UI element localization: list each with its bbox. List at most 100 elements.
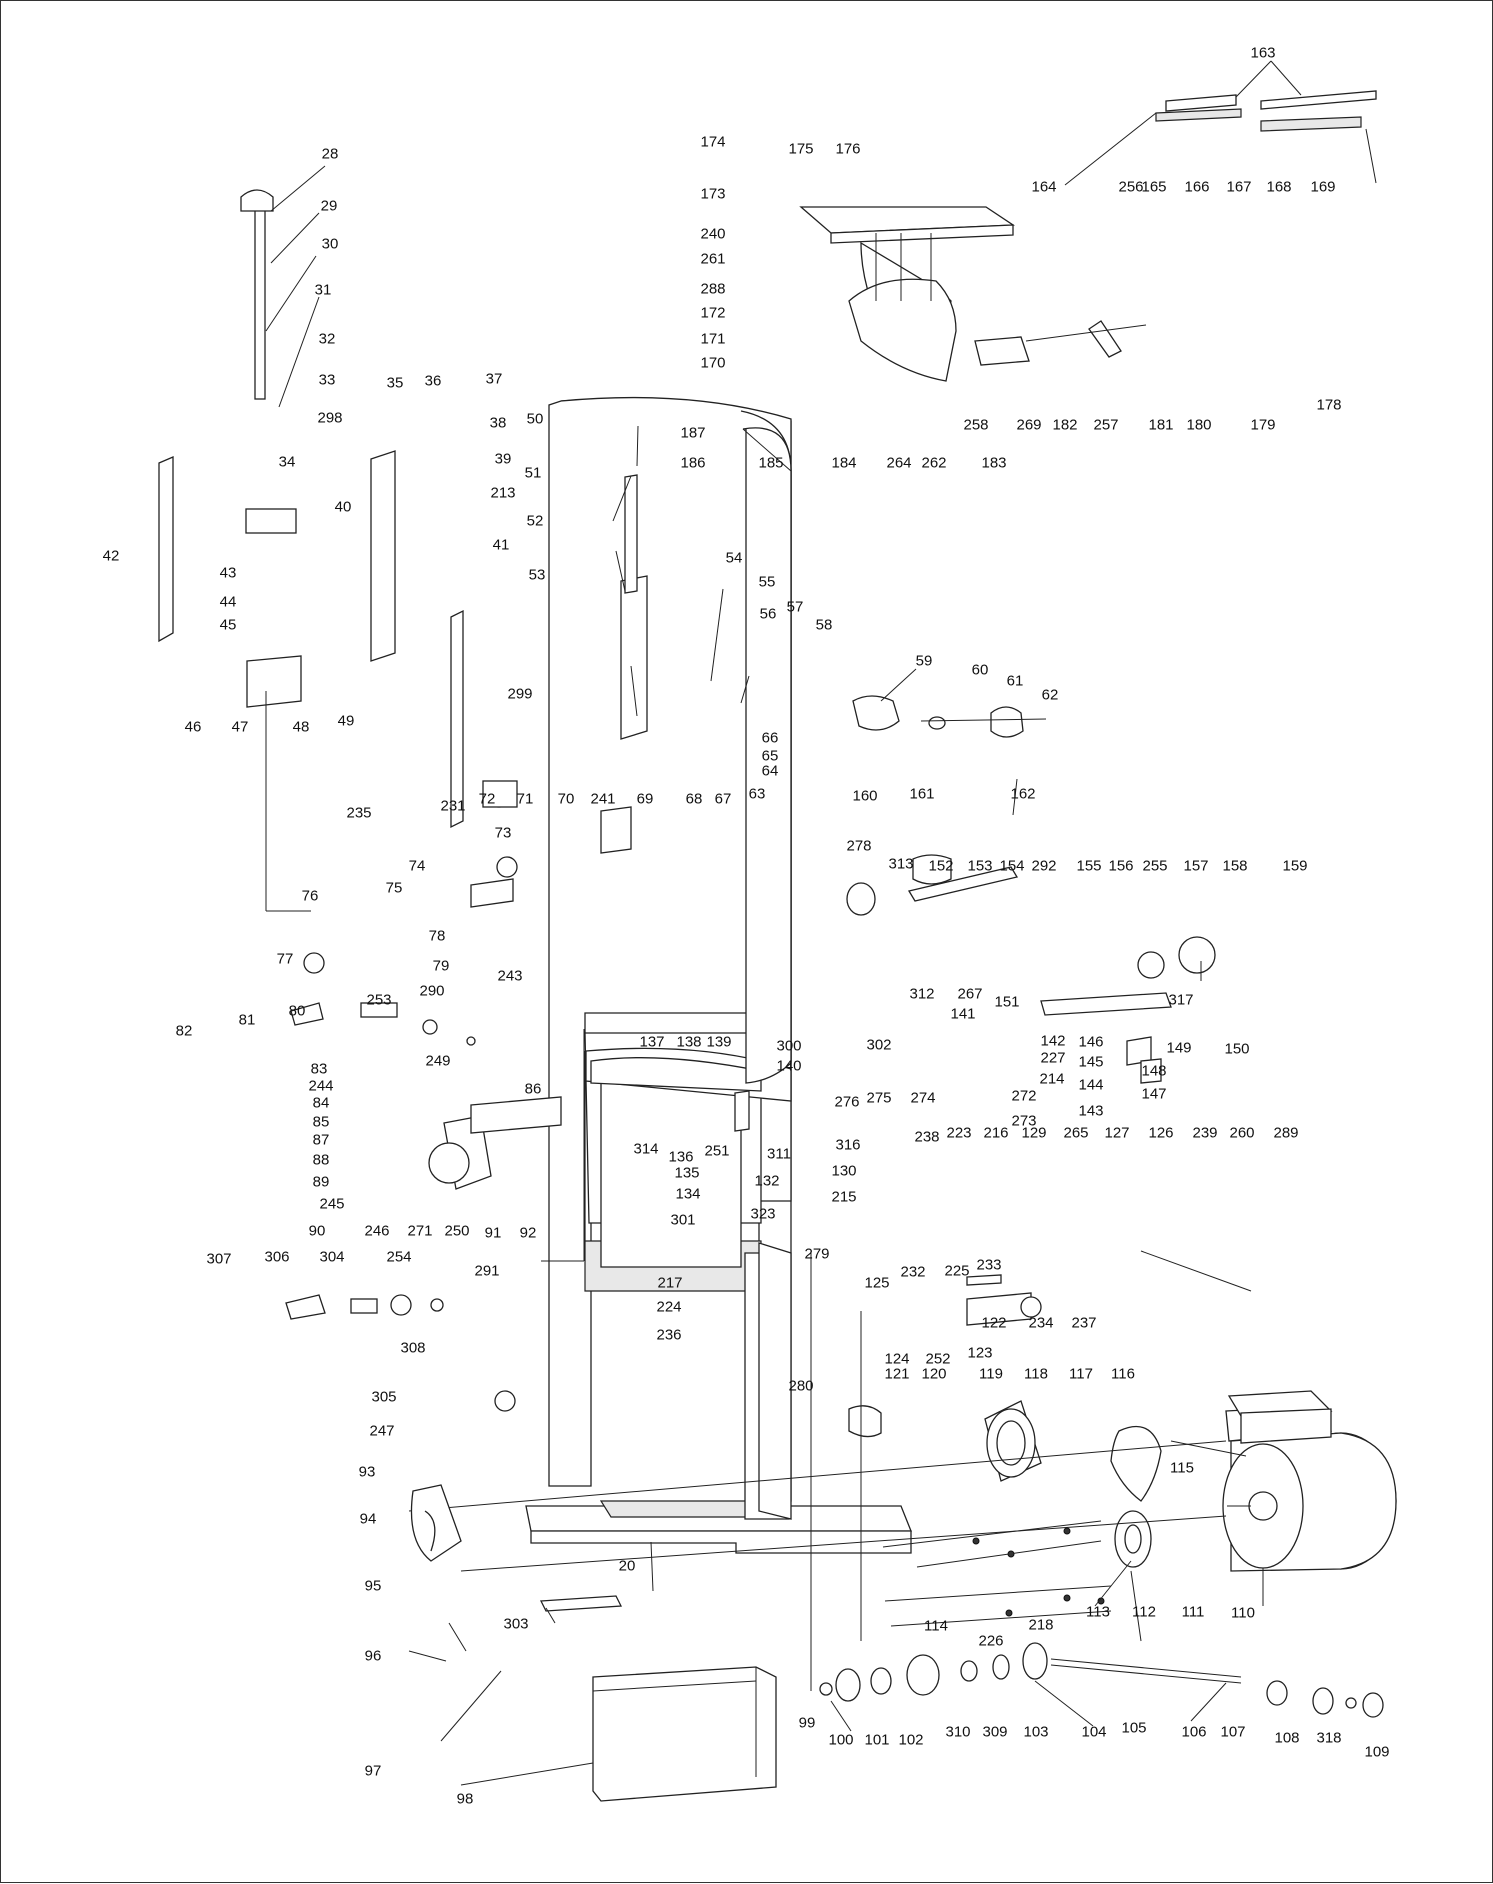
part-label-110: 110 [1231, 1604, 1255, 1622]
part-label-36: 36 [424, 372, 442, 390]
part-label-130: 130 [831, 1162, 857, 1180]
part-label-69: 69 [636, 790, 654, 808]
part-label-264: 264 [886, 454, 912, 472]
part-label-275: 275 [866, 1089, 892, 1107]
part-label-75: 75 [385, 879, 403, 897]
part-label-312: 312 [909, 985, 935, 1003]
part-label-56: 56 [759, 605, 777, 623]
part-label-181: 181 [1148, 416, 1174, 434]
part-label-134: 134 [675, 1185, 701, 1203]
part-label-179: 179 [1250, 416, 1276, 434]
part-label-318: 318 [1316, 1729, 1342, 1747]
part-label-247: 247 [369, 1422, 395, 1440]
part-label-154: 154 [999, 857, 1025, 875]
part-label-49: 49 [337, 712, 355, 730]
part-label-186: 186 [680, 454, 706, 472]
blade-guard-post [158, 189, 648, 912]
part-label-187: 187 [680, 424, 706, 442]
part-label-20: 20 [618, 1557, 636, 1575]
part-label-305: 305 [371, 1388, 397, 1406]
part-label-237: 237 [1071, 1314, 1097, 1332]
part-label-147: 147 [1141, 1085, 1167, 1103]
part-label-118: 118 [1024, 1365, 1048, 1383]
part-label-89: 89 [312, 1173, 330, 1191]
part-label-91: 91 [484, 1224, 502, 1242]
part-label-102: 102 [898, 1731, 924, 1749]
part-label-310: 310 [945, 1723, 971, 1741]
part-label-160: 160 [852, 787, 878, 805]
part-label-170: 170 [700, 354, 726, 372]
part-label-273: 273 [1011, 1112, 1037, 1130]
part-label-250: 250 [444, 1222, 470, 1240]
part-label-233: 233 [976, 1256, 1002, 1274]
part-label-323: 323 [750, 1205, 776, 1223]
part-label-216: 216 [983, 1124, 1009, 1142]
part-label-28: 28 [321, 145, 339, 163]
part-label-261: 261 [700, 250, 726, 268]
part-label-298: 298 [317, 409, 343, 427]
part-label-32: 32 [318, 330, 336, 348]
part-label-289: 289 [1273, 1124, 1299, 1142]
part-label-252: 252 [925, 1350, 951, 1368]
part-label-176: 176 [835, 140, 861, 158]
lower-wheel-housing [408, 1400, 1227, 1572]
part-label-107: 107 [1220, 1723, 1246, 1741]
part-label-73: 73 [494, 824, 512, 842]
part-label-29: 29 [320, 197, 338, 215]
part-label-72: 72 [478, 790, 496, 808]
part-label-77: 77 [276, 950, 294, 968]
part-label-241: 241 [590, 790, 616, 808]
part-label-238: 238 [914, 1128, 940, 1146]
part-label-153: 153 [967, 857, 993, 875]
small-hardware [285, 780, 1042, 1412]
part-label-53: 53 [528, 566, 546, 584]
part-label-288: 288 [700, 280, 726, 298]
part-label-236: 236 [656, 1326, 682, 1344]
part-label-232: 232 [900, 1263, 926, 1281]
part-label-279: 279 [804, 1245, 830, 1263]
part-label-86: 86 [524, 1080, 542, 1098]
part-label-129: 129 [1021, 1124, 1047, 1142]
part-label-85: 85 [312, 1113, 330, 1131]
part-label-94: 94 [359, 1510, 377, 1528]
upper-wheel-cover [742, 427, 792, 1084]
part-label-227: 227 [1040, 1049, 1066, 1067]
part-label-124: 124 [884, 1350, 910, 1368]
part-label-96: 96 [364, 1647, 382, 1665]
part-label-57: 57 [786, 598, 804, 616]
part-label-272: 272 [1011, 1087, 1037, 1105]
part-label-254: 254 [386, 1248, 412, 1266]
part-label-307: 307 [206, 1250, 232, 1268]
part-label-34: 34 [278, 453, 296, 471]
part-label-111: 111 [1181, 1603, 1205, 1621]
part-label-162: 162 [1010, 785, 1036, 803]
part-label-126: 126 [1148, 1124, 1174, 1142]
upper-guide-assembly [1040, 936, 1216, 1084]
part-label-74: 74 [408, 857, 426, 875]
part-label-95: 95 [364, 1577, 382, 1595]
part-label-65: 65 [761, 747, 779, 765]
part-label-299: 299 [507, 685, 533, 703]
part-label-54: 54 [725, 549, 743, 567]
part-label-138: 138 [676, 1033, 702, 1051]
part-label-302: 302 [866, 1036, 892, 1054]
part-label-226: 226 [978, 1632, 1004, 1650]
part-label-301: 301 [670, 1211, 696, 1229]
part-label-185: 185 [758, 454, 784, 472]
part-label-31: 31 [314, 281, 332, 299]
part-label-87: 87 [312, 1131, 330, 1149]
part-label-165: 165 [1141, 178, 1167, 196]
part-label-309: 309 [982, 1723, 1008, 1741]
part-label-51: 51 [524, 464, 542, 482]
part-label-258: 258 [963, 416, 989, 434]
part-label-140: 140 [776, 1057, 802, 1075]
part-label-167: 167 [1226, 178, 1252, 196]
part-label-121: 121 [884, 1365, 910, 1383]
part-label-152: 152 [928, 857, 954, 875]
belt-guard-box [539, 1595, 777, 1802]
part-label-161: 161 [909, 785, 935, 803]
leader-lines [265, 60, 1377, 1786]
part-label-93: 93 [358, 1463, 376, 1481]
